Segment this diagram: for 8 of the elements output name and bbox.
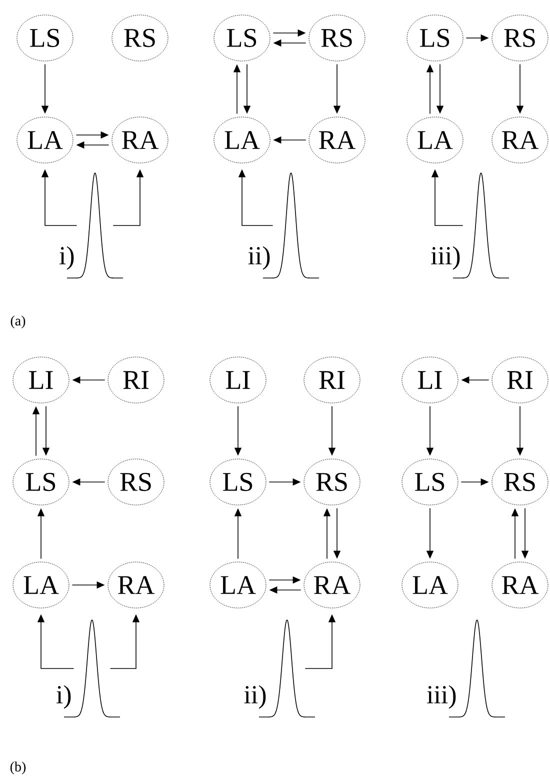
panel-label: i) — [59, 246, 74, 270]
panel-label: i) — [56, 685, 71, 709]
part-label: (a) — [10, 316, 26, 328]
panel-label: iii) — [427, 685, 456, 709]
panel-label: ii) — [244, 685, 266, 709]
panel-label: ii) — [248, 246, 270, 270]
panel-label: iii) — [431, 246, 460, 270]
part-label: (b) — [10, 762, 26, 774]
